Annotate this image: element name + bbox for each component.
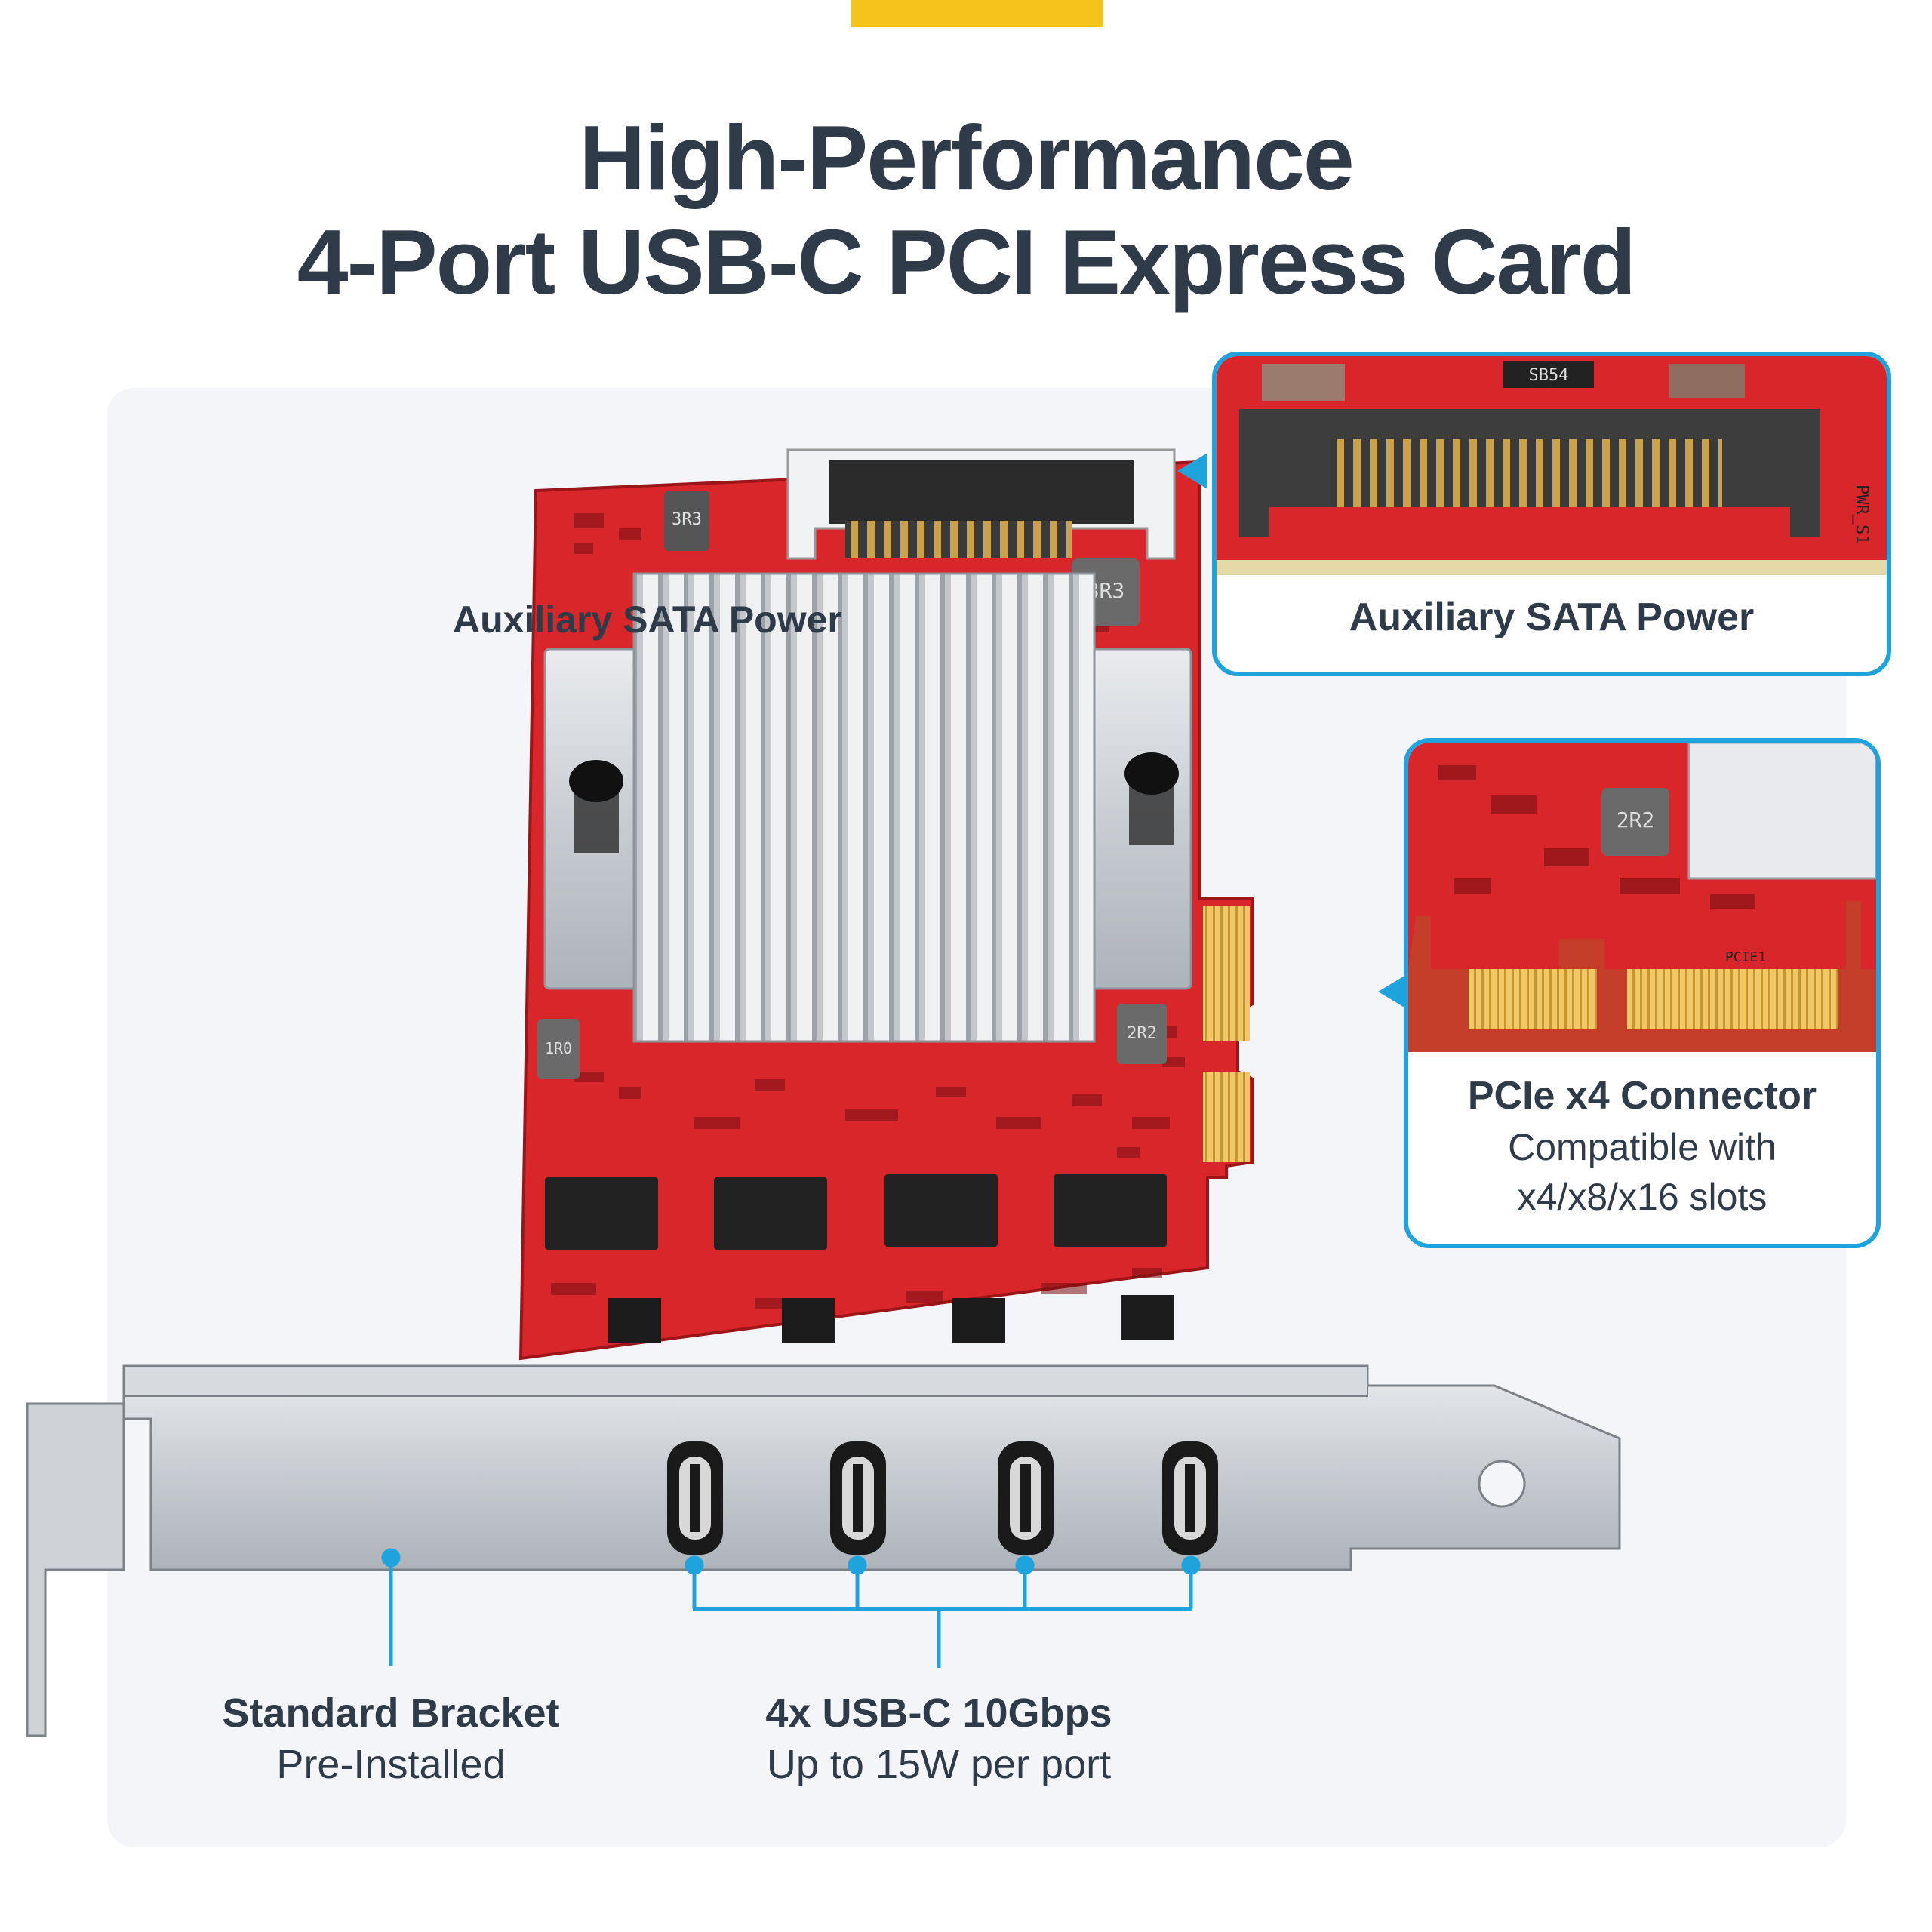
zoom-diode-label: SB54: [1529, 366, 1569, 385]
bracket-label-subtitle: Pre-Installed: [276, 1742, 506, 1787]
pcie-callout-line-3: x4/x8/x16 slots: [1517, 1176, 1767, 1218]
accent-bar: [851, 0, 1103, 27]
sata-power-callout: SB54 PWR_S1 Auxiliary SATA Power: [1212, 352, 1891, 676]
inductor-4-label: 1R0: [545, 1039, 572, 1057]
pcie-connector-callout: 2R2 PCIE1 PCIe x4 Connector Compatible w…: [1404, 738, 1881, 1248]
mounting-bracket: [26, 1364, 1621, 1737]
usb-c-port-1: [667, 1441, 723, 1555]
sata-zoom-image: SB54 PWR_S1: [1217, 356, 1887, 575]
pcie-callout-pointer: [1378, 974, 1408, 1010]
sata-power-connector: [786, 448, 1176, 560]
power-connector-label: PWR_S1: [1852, 485, 1871, 544]
title-line-2: 4-Port USB-C PCI Express Card: [297, 211, 1636, 313]
small-chips: [608, 1295, 1174, 1343]
heatsink-fins: [632, 572, 1096, 1043]
usb-controller-chips: [545, 1174, 1167, 1250]
title-line-1: High-Performance: [579, 106, 1355, 209]
sata-callout-pointer: [1177, 453, 1208, 489]
pcie-edge-label: PCIE1: [1725, 949, 1766, 965]
zoom-inductor-label: 2R2: [1617, 808, 1655, 832]
inductor-3-label: 2R2: [1127, 1024, 1157, 1043]
usb-c-port-2: [830, 1441, 886, 1555]
page-title: High-Performance 4-Port USB-C PCI Expres…: [0, 106, 1932, 314]
usb-c-port-3: [998, 1441, 1054, 1555]
usb-ports-label: 4x USB-C 10Gbps Up to 15W per port: [697, 1687, 1180, 1790]
pcie-gold-fingers: [1203, 906, 1250, 1162]
inductor-1-label: 3R3: [672, 510, 702, 529]
usb-ports-label-title: 4x USB-C 10Gbps: [765, 1690, 1112, 1736]
usb-c-port-4: [1162, 1441, 1218, 1555]
sata-callout-title: Auxiliary SATA Power: [1349, 595, 1755, 639]
spring-screws: [569, 752, 1179, 853]
bracket-label-title: Standard Bracket: [222, 1690, 560, 1736]
bracket-label: Standard Bracket Pre-Installed: [165, 1687, 617, 1790]
usb-c-ports: [667, 1441, 1218, 1555]
overlay-label: Auxiliary SATA Power: [453, 598, 842, 641]
pcie-callout-line-2: Compatible with: [1508, 1126, 1777, 1168]
pcie-callout-title: PCIe x4 Connector: [1467, 1074, 1817, 1118]
pcie-zoom-image: 2R2 PCIE1: [1408, 743, 1876, 1052]
usb-ports-label-subtitle: Up to 15W per port: [766, 1742, 1112, 1787]
leader-lines: [381, 1548, 1201, 1668]
